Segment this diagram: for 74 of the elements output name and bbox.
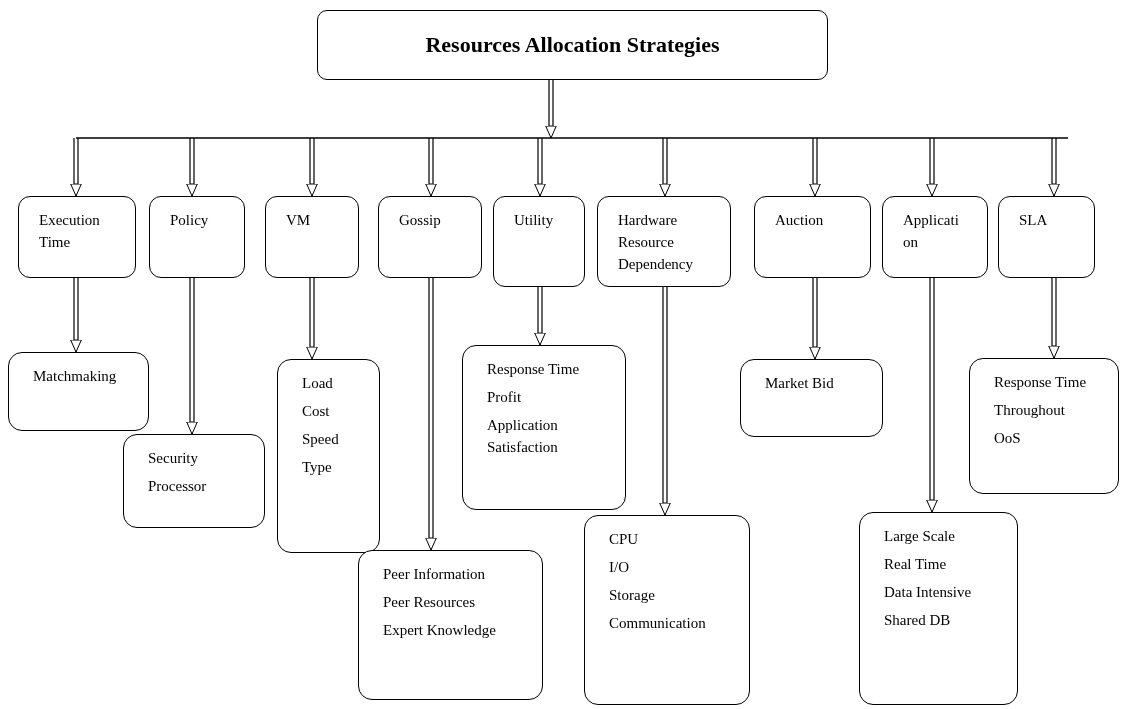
detail-item: Storage: [609, 586, 656, 605]
detail-box: [358, 550, 543, 700]
category-label: Hardware Resource Dependency: [618, 211, 694, 274]
arrow: [1048, 137, 1060, 197]
category-label: SLA: [1019, 211, 1049, 230]
detail-box: [123, 434, 265, 528]
detail-item: Expert Knowledge: [383, 621, 497, 640]
detail-item: Peer Resources: [383, 593, 477, 612]
detail-item: I/O: [609, 558, 630, 577]
detail-item: Response Time: [487, 360, 581, 379]
arrow: [306, 137, 318, 197]
detail-item: Cost: [302, 402, 331, 421]
category-box: [998, 196, 1095, 278]
detail-item: Profit: [487, 388, 523, 407]
category-box: [493, 196, 585, 287]
detail-item: Throughout: [994, 401, 1066, 420]
category-box: [149, 196, 245, 278]
arrow: [534, 286, 546, 346]
arrow: [306, 277, 318, 360]
arrow: [1048, 277, 1060, 359]
detail-box: [8, 352, 149, 431]
arrow: [186, 137, 198, 197]
arrow: [70, 137, 82, 197]
detail-item: Processor: [148, 477, 208, 496]
arrow: [425, 277, 437, 551]
arrow: [534, 137, 546, 197]
detail-box: [462, 345, 626, 510]
category-box: [882, 196, 988, 278]
category-box: [597, 196, 731, 287]
detail-box: [969, 358, 1119, 494]
category-label: Application: [903, 211, 960, 252]
arrow: [926, 277, 938, 513]
detail-item: Speed: [302, 430, 340, 449]
category-label: Policy: [170, 211, 210, 230]
arrow: [809, 277, 821, 360]
detail-item: Data Intensive: [884, 583, 973, 602]
detail-item: CPU: [609, 530, 640, 549]
detail-box: [277, 359, 380, 553]
arrow: [545, 79, 557, 139]
detail-item: Peer Information: [383, 565, 487, 584]
detail-item: Response Time: [994, 373, 1088, 392]
detail-box: [859, 512, 1018, 705]
category-box: [754, 196, 871, 278]
detail-item: Communication: [609, 614, 707, 633]
arrow: [186, 277, 198, 435]
category-box: [265, 196, 359, 278]
category-box: [18, 196, 136, 278]
category-label: Execution Time: [39, 211, 101, 252]
detail-item: Type: [302, 458, 333, 477]
category-label: VM: [286, 211, 312, 230]
detail-item: Market Bid: [765, 374, 835, 393]
category-label: Utility: [514, 211, 555, 230]
detail-item: Load: [302, 374, 334, 393]
category-box: [378, 196, 482, 278]
detail-item: Shared DB: [884, 611, 952, 630]
arrow: [659, 137, 671, 197]
detail-item: Matchmaking: [33, 367, 118, 386]
arrow: [659, 286, 671, 516]
detail-item: Real Time: [884, 555, 948, 574]
arrow: [809, 137, 821, 197]
detail-item: OoS: [994, 429, 1022, 448]
detail-box: [740, 359, 883, 437]
detail-item: Security: [148, 449, 199, 468]
connector-line: [75, 137, 1069, 139]
category-label: Auction: [775, 211, 825, 230]
detail-box: [584, 515, 750, 705]
arrow: [926, 137, 938, 197]
detail-item: Application Satisfaction: [487, 416, 559, 457]
category-label: Gossip: [399, 211, 442, 230]
title-box: [317, 10, 828, 80]
arrow: [70, 277, 82, 353]
title-text: Resources Allocation Strategies: [425, 31, 720, 59]
arrow: [425, 137, 437, 197]
detail-item: Large Scale: [884, 527, 956, 546]
